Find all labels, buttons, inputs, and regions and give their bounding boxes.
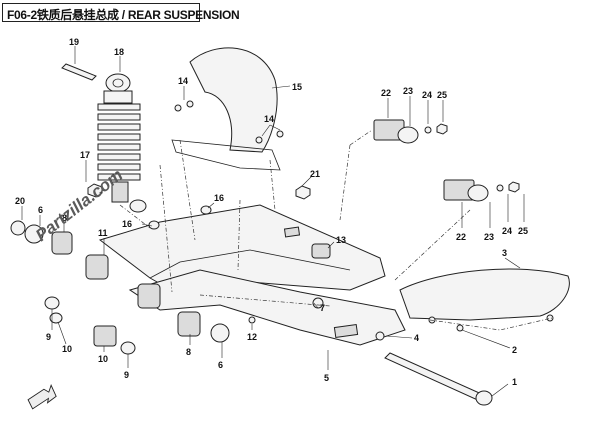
bolt-2b bbox=[456, 324, 464, 332]
chain-adjuster-upper bbox=[373, 119, 448, 144]
bushing-lower bbox=[137, 283, 161, 309]
callout-6b: 6 bbox=[218, 360, 223, 370]
front-direction-arrow-icon bbox=[27, 384, 57, 410]
callout-22a: 22 bbox=[381, 88, 391, 98]
callout-24a: 24 bbox=[422, 90, 432, 100]
bushing-10 bbox=[93, 325, 117, 347]
callout-23a: 23 bbox=[403, 86, 413, 96]
title-box: F06-2铁质后悬挂总成 / REAR SUSPENSION bbox=[2, 3, 240, 22]
seal-9c bbox=[120, 341, 136, 355]
washer-6 bbox=[24, 224, 44, 244]
bolt-16b bbox=[200, 205, 212, 215]
callout-8b: 8 bbox=[186, 347, 191, 357]
callout-16a: 16 bbox=[122, 219, 132, 229]
rear-fender bbox=[189, 47, 278, 153]
callout-7: 7 bbox=[320, 303, 325, 313]
callout-10b: 10 bbox=[98, 354, 108, 364]
callout-25b: 25 bbox=[518, 226, 528, 236]
bushing-11 bbox=[85, 254, 109, 280]
washer-6b bbox=[210, 323, 230, 343]
callout-labels: 19 18 14 15 22 23 24 25 17 14 21 20 6 8 … bbox=[15, 37, 528, 387]
bolt-19 bbox=[61, 63, 97, 81]
nut-21 bbox=[295, 185, 311, 200]
callout-14b: 14 bbox=[264, 114, 274, 124]
shock-absorber bbox=[97, 73, 147, 213]
callout-21: 21 bbox=[310, 169, 320, 179]
diagram-title: F06-2铁质后悬挂总成 / REAR SUSPENSION bbox=[7, 8, 240, 22]
callout-11: 11 bbox=[98, 228, 108, 238]
rear-axle bbox=[384, 352, 487, 403]
bolt-12 bbox=[248, 316, 256, 324]
seal-9a bbox=[44, 296, 60, 310]
callout-6a: 6 bbox=[38, 205, 43, 215]
bushing-8 bbox=[51, 231, 73, 255]
callout-19: 19 bbox=[69, 37, 79, 47]
callout-9b: 9 bbox=[124, 370, 129, 380]
bolt-4 bbox=[375, 331, 385, 341]
callout-1: 1 bbox=[512, 377, 517, 387]
callout-23b: 23 bbox=[484, 232, 494, 242]
callout-24b: 24 bbox=[502, 226, 512, 236]
callout-16b: 16 bbox=[214, 193, 224, 203]
callout-15: 15 bbox=[292, 82, 302, 92]
callout-17: 17 bbox=[80, 150, 90, 160]
callout-5: 5 bbox=[324, 373, 329, 383]
bushing-8b bbox=[177, 311, 201, 337]
callout-4: 4 bbox=[414, 333, 419, 343]
fender-bracket bbox=[171, 139, 281, 171]
callout-20: 20 bbox=[15, 196, 25, 206]
bracket-13 bbox=[311, 243, 331, 259]
callout-18: 18 bbox=[114, 47, 124, 57]
callout-2: 2 bbox=[512, 345, 517, 355]
callout-12: 12 bbox=[247, 332, 257, 342]
washer-20 bbox=[10, 220, 26, 236]
chain-adjuster-lower bbox=[443, 179, 520, 202]
chain-guard bbox=[399, 268, 570, 321]
centerline bbox=[159, 164, 173, 293]
bolts-14 bbox=[174, 100, 284, 144]
nut-17 bbox=[87, 183, 103, 198]
callout-25a: 25 bbox=[437, 90, 447, 100]
callout-14a: 14 bbox=[178, 76, 188, 86]
callout-10a: 10 bbox=[62, 344, 72, 354]
leader-lines bbox=[21, 46, 525, 397]
axle-nut bbox=[475, 390, 493, 406]
callout-9a: 9 bbox=[46, 332, 51, 342]
seal-9b bbox=[49, 312, 63, 324]
bolt-2c bbox=[546, 314, 554, 322]
callout-3: 3 bbox=[502, 248, 507, 258]
bolt-16a bbox=[148, 220, 160, 230]
callout-8a: 8 bbox=[62, 213, 67, 223]
callout-22b: 22 bbox=[456, 232, 466, 242]
callout-13: 13 bbox=[336, 235, 346, 245]
